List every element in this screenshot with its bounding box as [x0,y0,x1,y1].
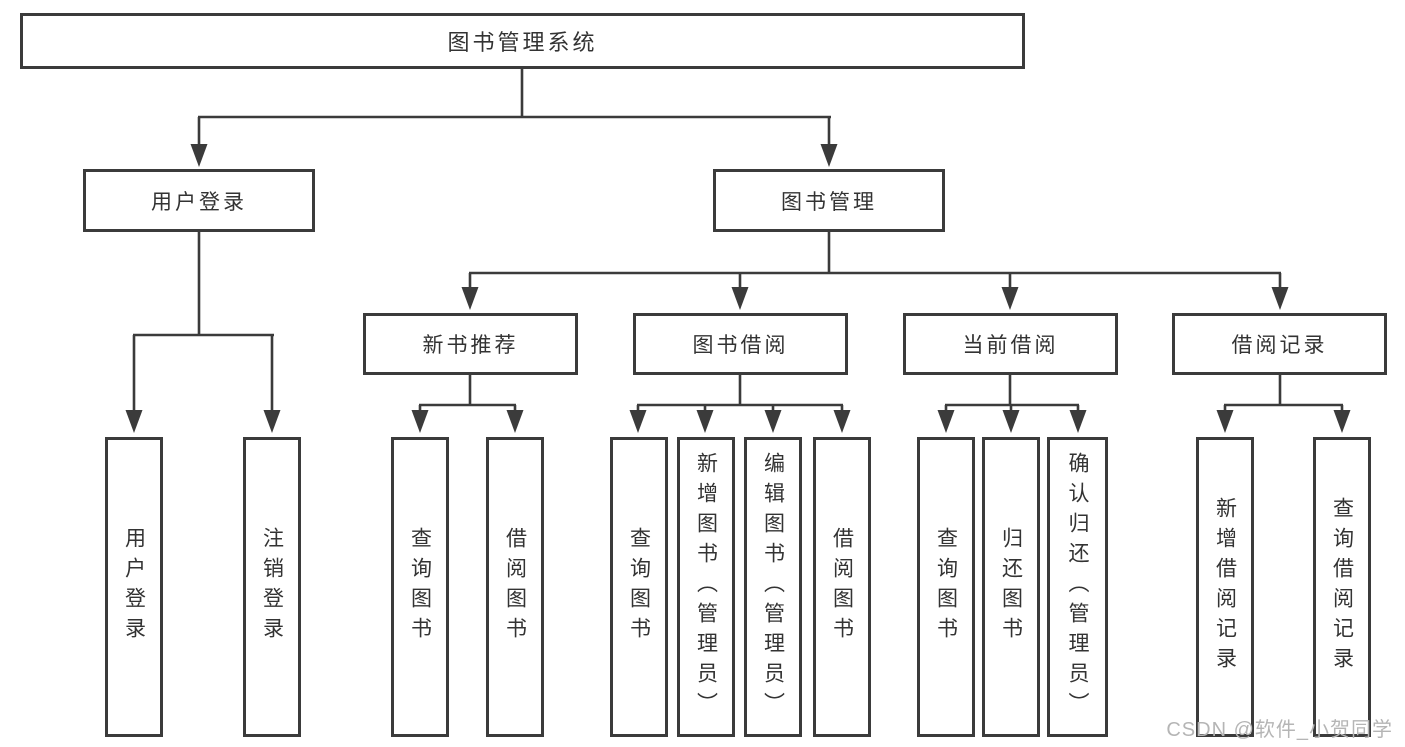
leaf-query-borrow-record: 查询借阅记录 [1313,437,1371,737]
leaf-return-book: 归还图书 [982,437,1040,737]
node-current-borrow-label: 当前借阅 [962,334,1059,357]
csdn-watermark: CSDN @软件_小贺同学 [1166,719,1393,741]
leaf-borrow-book: 借阅图书 [813,437,871,737]
leaf-borrow-book-recommend: 借阅图书 [486,437,544,737]
node-borrow-record-label: 借阅记录 [1231,334,1328,357]
node-root: 图书管理系统 [20,13,1025,69]
leaf-user-login: 用户登录 [105,437,163,737]
leaf-add-borrow-record: 新增借阅记录 [1196,437,1254,737]
node-new-book-recommend: 新书推荐 [363,313,578,375]
leaf-query-book-recommend: 查询图书 [391,437,449,737]
node-book-mgmt-label: 图书管理 [781,190,877,214]
leaf-logout: 注销登录 [243,437,301,737]
node-new-book-recommend-label: 新书推荐 [422,334,519,357]
node-book-borrow-label: 图书借阅 [692,334,789,357]
node-borrow-record: 借阅记录 [1172,313,1387,375]
leaf-edit-book-admin: 编辑图书（管理员） [744,437,802,737]
node-current-borrow: 当前借阅 [903,313,1118,375]
leaf-add-book-admin: 新增图书（管理员） [677,437,735,737]
node-book-mgmt: 图书管理 [713,169,945,232]
node-book-borrow: 图书借阅 [633,313,848,375]
leaf-query-book-current: 查询图书 [917,437,975,737]
node-user-login-label: 用户登录 [151,190,247,214]
leaf-query-book-borrow: 查询图书 [610,437,668,737]
leaf-confirm-return-admin: 确认归还（管理员） [1047,437,1108,737]
node-root-label: 图书管理系统 [447,30,598,55]
node-user-login: 用户登录 [83,169,315,232]
